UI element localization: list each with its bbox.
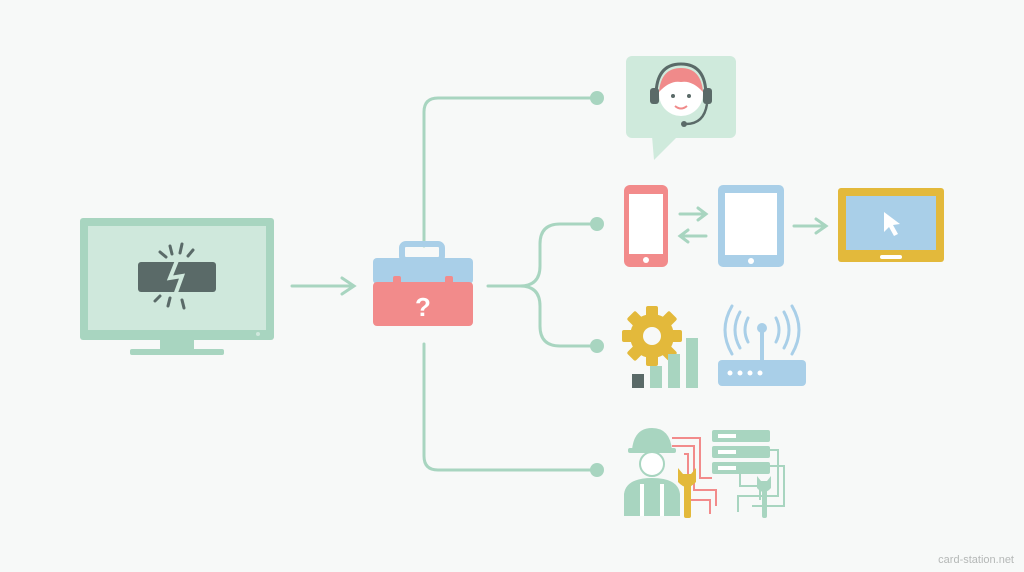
connector-dots <box>590 91 604 477</box>
technician-server-icon <box>624 428 785 518</box>
server-rack-icon <box>712 430 770 474</box>
laptop-icon <box>838 188 944 262</box>
svg-text:?: ? <box>415 292 431 322</box>
branch-to-settings <box>518 284 594 348</box>
signal-bars-icon <box>632 338 698 388</box>
headset-agent-icon <box>626 56 736 160</box>
watermark: card-station.net <box>938 554 1014 566</box>
wrench-small-icon <box>757 476 771 518</box>
wrench-icon <box>678 468 696 518</box>
connector-lines <box>290 96 594 472</box>
branch-to-devices <box>486 222 594 288</box>
tablet-icon <box>718 185 784 267</box>
gear-signal-router-icon <box>622 304 806 388</box>
broken-screen-icon <box>138 242 216 310</box>
toolbox-question-icon: ? <box>373 241 473 326</box>
phone-tablet-laptop-icon <box>624 185 944 267</box>
phone-icon <box>624 185 668 267</box>
branch-to-support <box>422 96 594 248</box>
broken-monitor <box>80 218 274 355</box>
technician-icon <box>624 428 680 516</box>
branch-to-technician <box>422 342 594 472</box>
router-icon <box>718 304 806 386</box>
gear-icon <box>622 306 682 366</box>
